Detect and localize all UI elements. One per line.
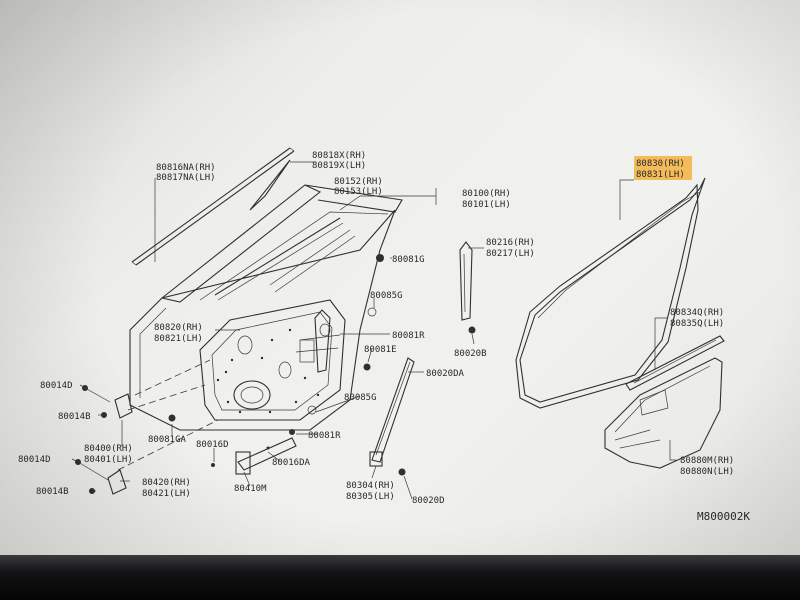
front-door-assembly	[117, 184, 403, 471]
label-80020d: 80020D	[412, 496, 445, 506]
belt-moulding-strip	[625, 335, 725, 391]
label-80421: 80421(LH)	[142, 489, 191, 499]
label-80818x: 80818X(RH)	[312, 151, 366, 161]
grommet-80085g-top	[367, 307, 377, 317]
label-80085g-top: 80085G	[370, 291, 403, 301]
label-80835q: 80835Q(LH)	[670, 319, 724, 329]
grommet-80085g-bot	[307, 405, 317, 415]
label-80014d-lower: 80014D	[18, 455, 51, 465]
grommet-80081g	[376, 254, 384, 262]
label-80831: 80831(LH)	[636, 170, 685, 180]
label-80100: 80100(RH)	[462, 189, 511, 199]
door-hinge-upper	[82, 385, 176, 422]
label-80410m: 80410M	[234, 484, 267, 494]
label-80880n: 80880N(LH)	[680, 467, 734, 477]
door-trim-panel	[604, 357, 723, 469]
drawing-code: M800002K	[697, 510, 750, 523]
label-80020b: 80020B	[454, 349, 487, 359]
label-80014d-upper: 80014D	[40, 381, 73, 391]
label-80020da: 80020DA	[426, 369, 465, 379]
sash-upper	[459, 241, 476, 334]
grommet-80081e	[363, 363, 371, 371]
label-80085g-bot: 80085G	[344, 393, 377, 403]
parts-diagram: 80816NA(RH) 80817NA(LH) 80818X(RH) 80819…	[18, 147, 750, 523]
label-80081ga: 80081GA	[148, 435, 187, 445]
label-80834q: 80834Q(RH)	[670, 308, 724, 318]
label-80016d: 80016D	[196, 440, 229, 450]
leader-lines	[71, 161, 676, 500]
label-80401: 80401(LH)	[84, 455, 133, 465]
label-80305: 80305(LH)	[346, 492, 395, 502]
label-80081r-bot: 80081R	[308, 431, 341, 441]
label-80153: 80153(LH)	[334, 187, 383, 197]
label-80821: 80821(LH)	[154, 334, 203, 344]
label-80081r-top: 80081R	[392, 331, 425, 341]
sash-lower	[369, 357, 415, 476]
label-80216: 80216(RH)	[486, 238, 535, 248]
label-80830: 80830(RH)	[636, 159, 685, 169]
label-80420: 80420(RH)	[142, 478, 191, 488]
monitor-bezel	[0, 555, 800, 600]
label-80014b-upper: 80014B	[58, 412, 91, 422]
label-80817na: 80817NA(LH)	[156, 173, 216, 183]
label-80081e: 80081E	[364, 345, 397, 355]
label-80081g: 80081G	[392, 255, 425, 265]
label-highlight	[634, 156, 692, 180]
label-80016da: 80016DA	[272, 458, 311, 468]
label-80101: 80101(LH)	[462, 200, 511, 210]
part-labels: 80816NA(RH) 80817NA(LH) 80818X(RH) 80819…	[18, 151, 750, 523]
label-80014b-lower: 80014B	[36, 487, 69, 497]
label-80152: 80152(RH)	[334, 177, 383, 187]
door-weatherstrip	[515, 177, 706, 409]
label-80820: 80820(RH)	[154, 323, 203, 333]
label-80304: 80304(RH)	[346, 481, 395, 491]
label-80217: 80217(LH)	[486, 249, 535, 259]
label-80816na: 80816NA(RH)	[156, 163, 216, 173]
label-80880m: 80880M(RH)	[680, 456, 734, 466]
label-80400: 80400(RH)	[84, 444, 133, 454]
door-check-link	[211, 429, 297, 475]
window-moulding-strip	[131, 147, 295, 266]
corner-filler-panel	[249, 159, 291, 211]
label-80819x: 80819X(LH)	[312, 161, 366, 171]
